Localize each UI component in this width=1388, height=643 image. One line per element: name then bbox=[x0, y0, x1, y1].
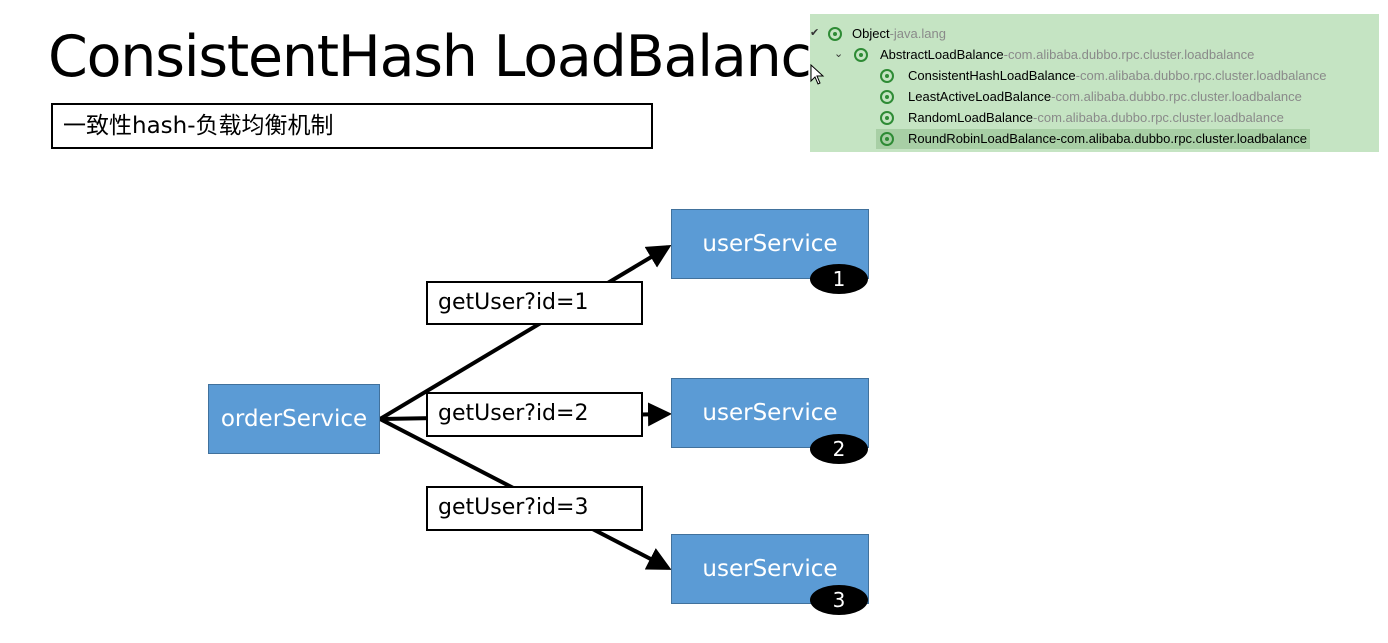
tree-item-leastactive[interactable]: LeastActiveLoadBalance - com.alibaba.dub… bbox=[880, 87, 1302, 107]
node-number-badge: 3 bbox=[810, 585, 868, 615]
page-title: ConsistentHash LoadBalance bbox=[48, 24, 846, 90]
user-service-label: userService bbox=[702, 400, 838, 426]
type-hierarchy-panel: ✔ Object - java.lang ⌄ AbstractLoadBalan… bbox=[810, 14, 1379, 152]
node-number-badge: 1 bbox=[810, 264, 868, 294]
order-service-box: orderService bbox=[208, 384, 380, 454]
tree-item-name: RandomLoadBalance bbox=[908, 110, 1034, 125]
tree-item-separator: - bbox=[1051, 89, 1056, 104]
class-icon bbox=[880, 111, 894, 125]
tree-item-name: ConsistentHashLoadBalance bbox=[908, 68, 1076, 83]
class-icon bbox=[828, 27, 842, 41]
mouse-cursor-icon bbox=[810, 64, 825, 85]
tree-item-package: com.alibaba.dubbo.rpc.cluster.loadbalanc… bbox=[1007, 47, 1255, 62]
tree-item-package: com.alibaba.dubbo.rpc.cluster.loadbalanc… bbox=[1060, 131, 1307, 146]
request-label-3: getUser?id=3 bbox=[426, 486, 643, 531]
class-icon bbox=[880, 69, 894, 83]
user-service-label: userService bbox=[702, 231, 838, 257]
tree-item-separator: - bbox=[889, 26, 894, 41]
tree-item-roundrobin[interactable]: RoundRobinLoadBalance - com.alibaba.dubb… bbox=[876, 129, 1310, 149]
tree-item-separator: - bbox=[1003, 47, 1008, 62]
subtitle-box: 一致性hash-负载均衡机制 bbox=[51, 103, 653, 149]
tree-item-separator: - bbox=[1056, 131, 1061, 146]
request-label-2: getUser?id=2 bbox=[426, 392, 643, 437]
node-number-badge: 2 bbox=[810, 434, 868, 464]
tree-item-separator: - bbox=[1033, 110, 1038, 125]
tree-item-package: java.lang bbox=[893, 26, 946, 41]
tree-item-name: AbstractLoadBalance bbox=[880, 47, 1004, 62]
tree-item-separator: - bbox=[1075, 68, 1081, 83]
arrow-to-service-1 bbox=[378, 244, 672, 421]
tree-item-consistenthash[interactable]: ConsistentHashLoadBalance - com.alibaba.… bbox=[880, 66, 1326, 86]
tree-item-name: LeastActiveLoadBalance bbox=[908, 89, 1052, 104]
request-label-1: getUser?id=1 bbox=[426, 281, 643, 325]
tree-item-random[interactable]: RandomLoadBalance - com.alibaba.dubbo.rp… bbox=[880, 108, 1284, 128]
expand-icon[interactable]: ✔ bbox=[810, 27, 820, 39]
tree-item-abstractloadbalance[interactable]: AbstractLoadBalance - com.alibaba.dubbo.… bbox=[854, 45, 1254, 65]
chevron-down-icon[interactable]: ⌄ bbox=[834, 48, 844, 60]
user-service-label: userService bbox=[702, 556, 838, 582]
tree-item-object[interactable]: Object - java.lang bbox=[828, 24, 946, 44]
tree-item-name: RoundRobinLoadBalance bbox=[908, 131, 1057, 146]
tree-item-name: Object bbox=[852, 26, 890, 41]
abstract-class-icon bbox=[854, 48, 868, 62]
tree-item-package: com.alibaba.dubbo.rpc.cluster.loadbalanc… bbox=[1080, 68, 1327, 83]
tree-item-package: com.alibaba.dubbo.rpc.cluster.loadbalanc… bbox=[1037, 110, 1284, 125]
class-icon bbox=[880, 132, 894, 146]
tree-item-package: com.alibaba.dubbo.rpc.cluster.loadbalanc… bbox=[1055, 89, 1302, 104]
class-icon bbox=[880, 90, 894, 104]
order-service-label: orderService bbox=[220, 406, 368, 432]
